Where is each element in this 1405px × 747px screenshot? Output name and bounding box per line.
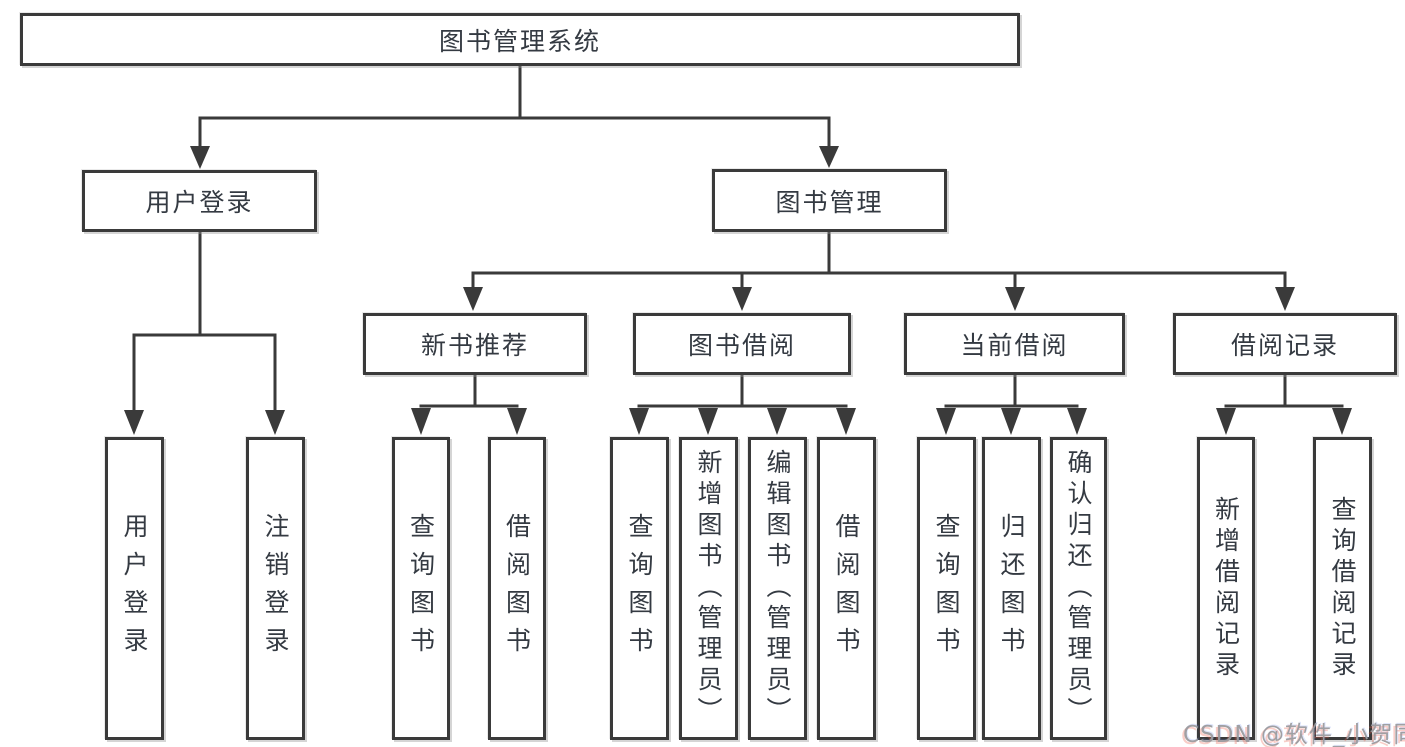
leaf-borrow-books-borrowing: 借阅图书 — [817, 437, 876, 740]
leaf-edit-books-admin: 编辑图书（管理员） — [748, 437, 807, 740]
node-user-login: 用户登录 — [82, 170, 317, 232]
node-current-borrowing: 当前借阅 — [904, 313, 1125, 375]
leaf-confirm-return-admin: 确认归还（管理员） — [1050, 437, 1107, 740]
node-book-borrowing: 图书借阅 — [633, 313, 851, 375]
leaf-logout: 注销登录 — [246, 437, 305, 740]
leaf-borrow-books-recommend: 借阅图书 — [488, 437, 546, 740]
leaf-query-books-borrowing: 查询图书 — [610, 437, 669, 740]
leaf-query-books-current: 查询图书 — [917, 437, 976, 740]
leaf-add-books-admin: 新增图书（管理员） — [679, 437, 738, 740]
leaf-query-books-recommend: 查询图书 — [392, 437, 450, 740]
leaf-query-borrow-record: 查询借阅记录 — [1313, 437, 1372, 740]
node-book-management: 图书管理 — [712, 169, 947, 232]
leaf-add-borrow-record: 新增借阅记录 — [1197, 437, 1255, 740]
node-new-book-recommend: 新书推荐 — [363, 313, 587, 375]
leaf-return-books: 归还图书 — [982, 437, 1041, 740]
node-library-system: 图书管理系统 — [20, 13, 1020, 66]
watermark: CSDN @软件_小贺同学 — [1183, 722, 1405, 747]
leaf-user-login: 用户登录 — [105, 437, 164, 740]
node-borrow-records: 借阅记录 — [1173, 313, 1397, 375]
